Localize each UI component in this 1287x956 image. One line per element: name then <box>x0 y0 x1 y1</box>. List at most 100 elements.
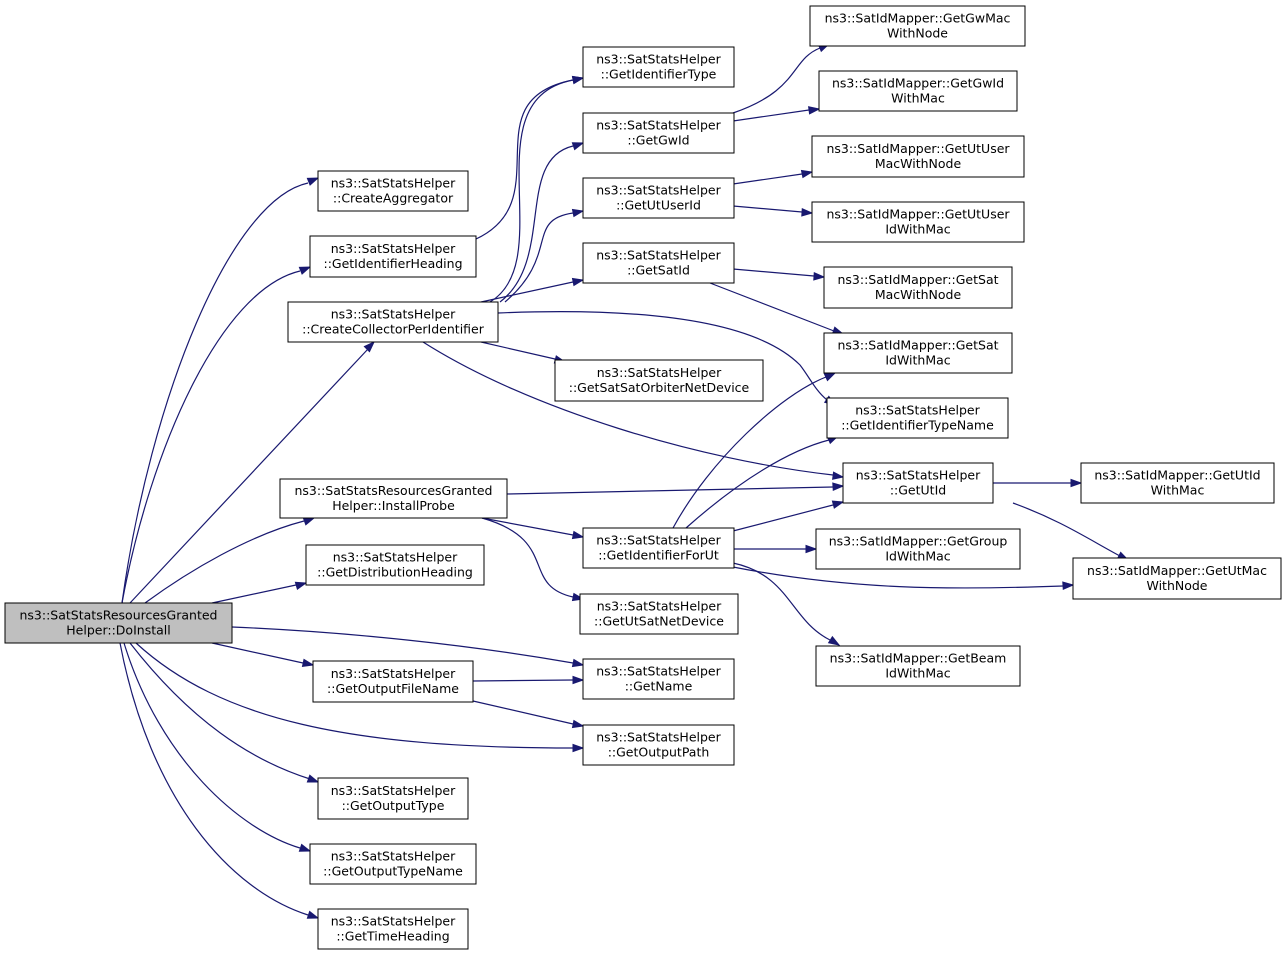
node-box <box>582 527 735 569</box>
edge-line <box>732 268 815 277</box>
node-box <box>811 135 1025 178</box>
node-install-probe[interactable]: ns3::SatStatsResourcesGrantedHelper::Ins… <box>279 478 508 519</box>
node-create-aggregator[interactable]: ns3::SatStatsHelper::CreateAggregator <box>317 170 469 212</box>
edge-line <box>472 679 574 682</box>
arrow-head-icon <box>805 544 818 554</box>
arrow-head-icon <box>306 177 320 186</box>
node-get-output-type-name[interactable]: ns3::SatStatsHelper::GetOutputTypeName <box>309 843 477 885</box>
node-get-identifier-heading[interactable]: ns3::SatStatsHelper::GetIdentifierHeadin… <box>309 235 477 278</box>
node-box <box>317 908 469 950</box>
node-box <box>582 242 735 284</box>
node-get-output-type[interactable]: ns3::SatStatsHelper::GetOutputType <box>317 777 469 820</box>
node-label-line-1: ns3::SatStatsHelper <box>333 550 458 565</box>
node-get-ut-sat-net-device[interactable]: ns3::SatStatsHelper::GetUtSatNetDevice <box>579 593 739 635</box>
edge-line <box>211 584 297 604</box>
node-create-collector-per-identifier[interactable]: ns3::SatStatsHelper::CreateCollectorPerI… <box>287 301 499 343</box>
node-label-line-1: ns3::SatStatsHelper <box>596 533 721 548</box>
node-box <box>815 645 1021 687</box>
node-label-line-2: ::GetGwId <box>627 133 689 148</box>
node-label-line-1: ns3::SatIdMapper::GetGwId <box>832 76 1004 91</box>
edge-line <box>211 642 304 664</box>
edge-installProbe-to-getUtSatNetDevice <box>481 517 585 602</box>
arrow-head-icon <box>571 75 585 85</box>
node-label-line-1: ns3::SatStatsHelper <box>331 176 456 191</box>
node-label-line-1: ns3::SatIdMapper::GetUtUser <box>826 207 1010 222</box>
edge-root-to-getOutputType <box>129 642 320 783</box>
node-label-line-1: ns3::SatStatsHelper <box>331 307 456 322</box>
node-box <box>305 544 485 586</box>
arrow-head-icon <box>808 106 821 115</box>
node-get-identifier-type-name[interactable]: ns3::SatStatsHelper::GetIdentifierTypeNa… <box>826 397 1009 439</box>
node-get-output-path[interactable]: ns3::SatStatsHelper::GetOutputPath <box>582 724 735 766</box>
edge-createCollectorPerIdentifier-to-getSatSatOrbiterNetDevice <box>480 341 567 364</box>
node-box <box>582 112 735 154</box>
arrow-head-icon <box>302 517 316 526</box>
arrow-head-icon <box>800 169 814 179</box>
arrow-head-icon <box>306 910 320 919</box>
edge-line <box>499 145 574 303</box>
node-root[interactable]: ns3::SatStatsResourcesGrantedHelper::DoI… <box>4 602 233 644</box>
edge-getIdentifierForUt-to-getIdentifierTypeName <box>685 435 840 529</box>
node-get-identifier-type[interactable]: ns3::SatStatsHelper::GetIdentifierType <box>582 46 735 88</box>
node-get-ut-id[interactable]: ns3::SatStatsHelper::GetUtId <box>842 462 994 504</box>
edge-line <box>121 182 309 604</box>
arrow-head-icon <box>298 266 312 275</box>
node-get-ut-user-id[interactable]: ns3::SatStatsHelper::GetUtUserId <box>582 177 735 219</box>
edge-installProbe-to-getUtId <box>506 482 845 495</box>
arrow-head-icon <box>1062 581 1075 591</box>
arrow-head-icon <box>571 208 585 218</box>
node-get-sat-sat-orbiter-net-device[interactable]: ns3::SatStatsHelper::GetSatSatOrbiterNet… <box>554 359 764 402</box>
node-label-line-2: ::GetDistributionHeading <box>317 565 473 580</box>
arrow-head-icon <box>294 581 308 591</box>
node-label-line-1: ns3::SatStatsHelper <box>331 914 456 929</box>
node-get-distribution-heading[interactable]: ns3::SatStatsHelper::GetDistributionHead… <box>305 544 485 586</box>
node-box <box>815 528 1021 570</box>
edge-root-to-createCollectorPerIdentifier <box>129 340 376 604</box>
node-box <box>312 660 474 703</box>
node-box <box>287 301 499 343</box>
edge-line <box>732 47 821 114</box>
edge-createCollectorPerIdentifier-to-getSatId <box>480 277 585 303</box>
edge-getUtId-to-getUtMacWithNode <box>1012 502 1130 561</box>
node-label-line-2: IdWithMac <box>885 222 950 237</box>
node-label-line-1: ns3::SatIdMapper::GetUtMac <box>1087 563 1267 578</box>
node-get-name[interactable]: ns3::SatStatsHelper::GetName <box>582 658 735 700</box>
arrow-head-icon <box>306 774 320 783</box>
node-label-line-2: IdWithMac <box>885 549 950 564</box>
node-box <box>811 201 1025 243</box>
node-get-time-heading[interactable]: ns3::SatStatsHelper::GetTimeHeading <box>317 908 469 950</box>
edge-line <box>709 282 835 332</box>
arrow-head-icon <box>831 500 845 509</box>
edge-line <box>123 642 301 849</box>
edge-root-to-getOutputPath <box>135 642 585 753</box>
edge-line <box>685 439 830 529</box>
node-label-line-1: ns3::SatStatsHelper <box>331 241 456 256</box>
edge-getIdentifierForUt-to-getUtMacWithNode <box>732 566 1075 591</box>
node-get-gw-id[interactable]: ns3::SatStatsHelper::GetGwId <box>582 112 735 154</box>
node-box <box>823 266 1013 309</box>
node-label-line-1: ns3::SatStatsHelper <box>855 403 980 418</box>
node-get-identifier-for-ut[interactable]: ns3::SatStatsHelper::GetIdentifierForUt <box>582 527 735 569</box>
node-label-line-2: ::CreateAggregator <box>333 191 454 206</box>
edge-line <box>475 79 574 240</box>
edge-line <box>481 517 574 536</box>
node-label-line-2: ::GetIdentifierForUt <box>598 548 719 563</box>
node-label-line-1: ns3::SatStatsHelper <box>597 599 722 614</box>
node-box <box>317 777 469 820</box>
node-box <box>582 724 735 766</box>
node-label-line-1: ns3::SatIdMapper::GetSat <box>837 338 998 353</box>
node-label-line-2: IdWithMac <box>885 666 950 681</box>
node-get-output-file-name[interactable]: ns3::SatStatsHelper::GetOutputFileName <box>312 660 474 703</box>
node-get-sat-id[interactable]: ns3::SatStatsHelper::GetSatId <box>582 242 735 284</box>
